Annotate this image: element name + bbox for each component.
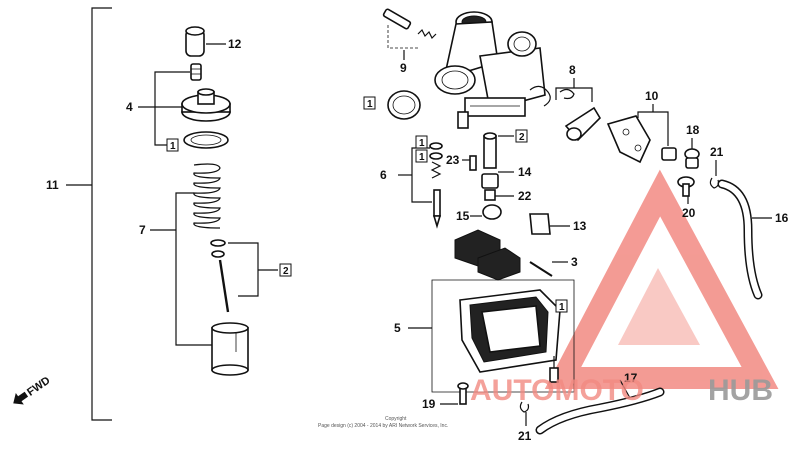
part-drain-hose-17 (535, 379, 665, 435)
part-idle-screw-9 (382, 8, 437, 60)
part-float (454, 229, 521, 281)
callout-9: 9 (400, 61, 407, 75)
callout-21-top: 21 (710, 145, 724, 159)
part-o-ring (183, 131, 229, 149)
callout-20: 20 (682, 206, 696, 220)
part-adjust-screw (190, 63, 202, 81)
copyright-line-1: Copyright (385, 416, 407, 422)
callout-6: 6 (380, 168, 387, 182)
part-top-nut-4 (181, 88, 231, 122)
part-body-o-ring: 1 (363, 90, 421, 120)
callout-3: 3 (571, 255, 578, 269)
part-screw-20 (677, 176, 695, 204)
fwd-arrow-icon: FWD (13, 375, 53, 405)
part-clip-21-top (709, 160, 720, 189)
callout-21-bottom: 21 (518, 429, 532, 443)
part-o-ring-inner (190, 134, 222, 146)
part-float-valve-15 (470, 204, 502, 220)
part-spring-7 (193, 163, 221, 229)
callout-15: 15 (456, 209, 470, 223)
boxed-ref-2-jet: 2 (519, 132, 525, 143)
part-carburetor-body (434, 11, 551, 129)
part-link-plate-10 (606, 104, 677, 164)
part-clip-21-bottom (519, 401, 530, 426)
callout-4: 4 (126, 100, 133, 114)
callout-8: 8 (569, 63, 576, 77)
boxed-ref-1-screw-b: 1 (419, 152, 425, 163)
callout-14: 14 (518, 165, 532, 179)
callout-18: 18 (686, 123, 700, 137)
part-air-screw-6: 1 1 (398, 135, 443, 229)
part-needle-jet-14: 2 (481, 129, 528, 189)
bracket-4 (138, 71, 190, 146)
callout-7: 7 (139, 223, 146, 237)
boxed-ref-1-left-text: 1 (170, 141, 176, 152)
callout-13: 13 (573, 219, 587, 233)
copyright-line-2: Page design (c) 2004 - 2014 by ARI Netwo… (318, 423, 448, 429)
bracket-7 (150, 192, 212, 346)
part-float-bowl-5: 1 (408, 279, 575, 393)
part-washer-18 (684, 138, 700, 169)
part-main-jet-22 (484, 189, 514, 201)
callout-22: 22 (518, 189, 532, 203)
callout-17: 17 (624, 371, 638, 385)
part-throttle-valve (211, 322, 249, 376)
boxed-ref-2-left-text: 2 (283, 266, 289, 277)
callout-5: 5 (394, 321, 401, 335)
boxed-ref-1-bowl: 1 (559, 302, 565, 313)
callout-23: 23 (446, 153, 460, 167)
part-pin-3 (529, 261, 568, 277)
callout-16: 16 (775, 211, 789, 225)
part-pilot-jet-23 (462, 155, 477, 171)
part-drain-screw-19 (440, 382, 469, 405)
assembly-bracket-11 (66, 7, 112, 421)
watermark-text-primary: AUTOMOTO (470, 374, 644, 407)
callout-12: 12 (228, 37, 242, 51)
boxed-ref-2-left: 2 (279, 263, 292, 277)
watermark-logo (544, 169, 779, 389)
callout-11: 11 (46, 178, 59, 192)
watermark-text-secondary: HUB (708, 374, 773, 407)
boxed-ref-1-left: 1 (166, 138, 179, 152)
callout-19: 19 (422, 397, 436, 411)
bracket-needle-2 (228, 242, 278, 297)
part-lever-8 (555, 78, 602, 142)
fwd-label: FWD (25, 375, 52, 399)
callout-10: 10 (645, 89, 659, 103)
part-cap-12 (185, 26, 226, 57)
boxed-ref-1-top: 1 (367, 99, 373, 110)
boxed-ref-1-screw-a: 1 (419, 138, 425, 149)
part-jet-needle (210, 239, 230, 313)
part-hose-16 (717, 179, 772, 300)
part-float-pin-13 (529, 213, 570, 235)
